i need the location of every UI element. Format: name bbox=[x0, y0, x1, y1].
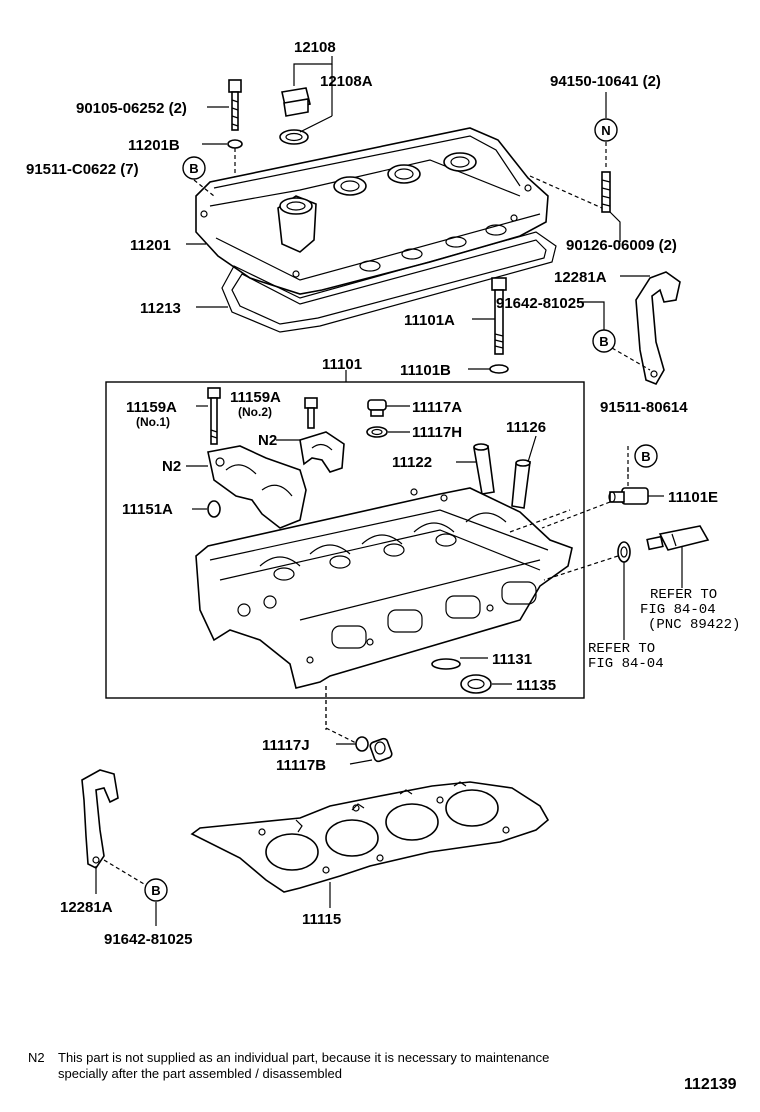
label-11159A-no1: 11159A bbox=[126, 399, 177, 416]
svg-text:B: B bbox=[599, 334, 608, 349]
label-11115: 11115 bbox=[302, 911, 341, 928]
bolt-11101A[interactable] bbox=[491, 277, 507, 355]
plug-11117A[interactable] bbox=[367, 399, 387, 417]
label-11117A: 11117A bbox=[412, 399, 462, 416]
cylinder-head-gasket[interactable] bbox=[190, 781, 550, 893]
label-90126: 90126-06009 (2) bbox=[566, 237, 677, 254]
label-12108: 12108 bbox=[294, 39, 336, 56]
label-11122: 11122 bbox=[392, 454, 432, 471]
washer-11101B[interactable] bbox=[489, 364, 509, 374]
svg-text:B: B bbox=[189, 161, 198, 176]
pin-11126[interactable] bbox=[511, 459, 531, 509]
stud-bolt-90126[interactable] bbox=[601, 171, 611, 213]
label-11117B: 11117B bbox=[276, 757, 326, 774]
head-cover-gasket[interactable] bbox=[221, 224, 557, 333]
marker-b-hanger-bottom: B bbox=[144, 878, 168, 902]
label-11213: 11213 bbox=[140, 300, 181, 317]
label-11135: 11135 bbox=[516, 677, 556, 694]
label-91642-top: 91642-81025 bbox=[496, 295, 584, 312]
label-11126: 11126 bbox=[506, 419, 546, 436]
label-91642-bottom: 91642-81025 bbox=[104, 931, 192, 948]
label-11117H: 11117H bbox=[412, 424, 462, 441]
label-90105: 90105-06252 (2) bbox=[76, 100, 187, 117]
label-94150: 94150-10641 (2) bbox=[550, 73, 661, 90]
label-11101: 11101 bbox=[322, 356, 362, 373]
label-refer2-b: FIG 84-04 bbox=[588, 656, 664, 672]
label-11159A-no2: 11159A bbox=[230, 389, 281, 406]
washer-11201B[interactable] bbox=[227, 139, 243, 149]
pin-11122[interactable] bbox=[473, 443, 495, 495]
svg-text:N: N bbox=[601, 123, 610, 138]
cylinder-head-cover[interactable] bbox=[195, 127, 549, 295]
cam-cap-bolt-no1[interactable] bbox=[207, 387, 221, 445]
gasket-11117J[interactable] bbox=[355, 736, 369, 752]
marker-b-cover: B bbox=[182, 156, 206, 180]
label-11131: 11131 bbox=[492, 651, 532, 668]
footnote-tag: N2 bbox=[28, 1050, 45, 1065]
label-11101E: 11101E bbox=[668, 489, 718, 506]
marker-b-plug: B bbox=[634, 444, 658, 468]
svg-text:B: B bbox=[151, 883, 160, 898]
label-refer1-b: FIG 84-04 bbox=[640, 602, 716, 618]
cylinder-head-assembly-box bbox=[105, 381, 585, 699]
label-12281A-top: 12281A bbox=[554, 269, 607, 286]
footnote-line-2: specially after the part assembled / dis… bbox=[58, 1066, 342, 1081]
plug-11117B[interactable] bbox=[369, 737, 393, 763]
sensor-gasket[interactable] bbox=[617, 541, 631, 563]
svg-text:B: B bbox=[641, 449, 650, 464]
figure-number: 112139 bbox=[684, 1076, 737, 1093]
engine-hanger-bottom[interactable] bbox=[81, 769, 119, 870]
cam-cap-bolt-no2[interactable] bbox=[304, 397, 318, 429]
footnote-line-1: This part is not supplied as an individu… bbox=[58, 1050, 550, 1065]
gasket-11117H[interactable] bbox=[366, 426, 388, 438]
label-11101A: 11101A bbox=[404, 312, 455, 329]
label-91511-80614: 91511-80614 bbox=[600, 399, 688, 416]
label-12281A-bottom: 12281A bbox=[60, 899, 113, 916]
label-11117J: 11117J bbox=[262, 737, 310, 754]
engine-hanger-top[interactable] bbox=[635, 271, 681, 386]
label-11201B: 11201B bbox=[128, 137, 180, 154]
gasket-11131[interactable] bbox=[431, 658, 461, 670]
label-11159A-no2-sub: (No.2) bbox=[238, 405, 272, 419]
label-n2-a: N2 bbox=[258, 432, 277, 449]
o-ring-11151A[interactable] bbox=[207, 500, 221, 518]
marker-n-stud: N bbox=[594, 118, 618, 142]
temperature-sensor[interactable] bbox=[646, 525, 710, 551]
oil-seal-11135[interactable] bbox=[460, 674, 492, 694]
label-11159A-no1-sub: (No.1) bbox=[136, 415, 170, 429]
camshaft-bearing-cap-no1[interactable] bbox=[207, 445, 307, 529]
cylinder-head[interactable] bbox=[195, 487, 573, 689]
label-refer1-a: REFER TO bbox=[650, 587, 717, 603]
marker-b-hanger-top: B bbox=[592, 329, 616, 353]
bolt-90105[interactable] bbox=[228, 79, 242, 131]
plug-11101E[interactable] bbox=[608, 487, 649, 505]
label-11101B: 11101B bbox=[400, 362, 451, 379]
label-11151A: 11151A bbox=[122, 501, 173, 518]
label-refer1-c: (PNC 89422) bbox=[648, 617, 740, 633]
label-n2-b: N2 bbox=[162, 458, 181, 475]
label-12108A: 12108A bbox=[320, 73, 373, 90]
label-refer2-a: REFER TO bbox=[588, 641, 655, 657]
camshaft-bearing-cap-no2[interactable] bbox=[299, 431, 345, 473]
oil-filler-cap[interactable] bbox=[279, 87, 311, 145]
label-91511-c0622: 91511-C0622 (7) bbox=[26, 161, 139, 178]
label-11201: 11201 bbox=[130, 237, 171, 254]
